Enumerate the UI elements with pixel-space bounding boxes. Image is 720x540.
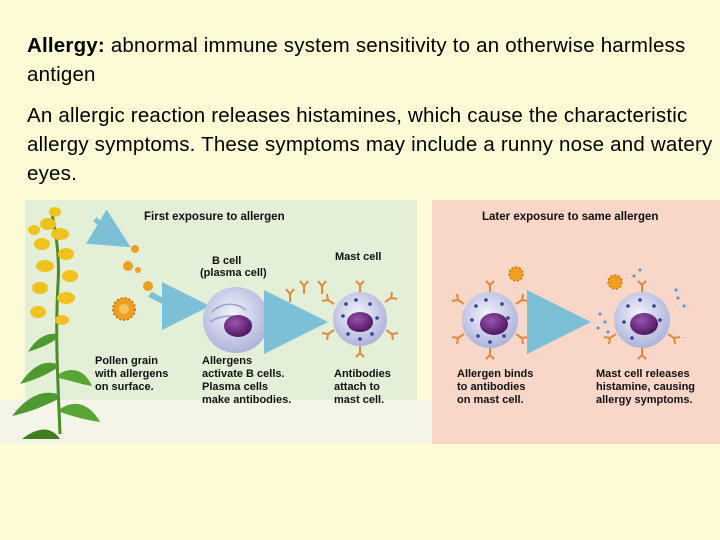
caption-allergens-activate: Allergens activate B cells. Plasma cells… bbox=[202, 355, 291, 406]
svg-text:Allergens: Allergens bbox=[202, 355, 252, 367]
svg-text:Mast cell releases: Mast cell releases bbox=[596, 368, 690, 380]
svg-text:to antibodies: to antibodies bbox=[457, 381, 525, 393]
pollen-path-arrow bbox=[85, 209, 131, 248]
svg-text:activate B cells.: activate B cells. bbox=[202, 368, 285, 380]
b-cell-label-1: B cell bbox=[212, 255, 241, 267]
definition-text: abnormal immune system sensitivity to an… bbox=[27, 34, 686, 86]
pollen-grain-icon bbox=[112, 297, 136, 321]
definition-term: Allergy: bbox=[27, 34, 105, 57]
svg-text:with allergens: with allergens bbox=[94, 368, 168, 380]
svg-text:attach to: attach to bbox=[334, 381, 380, 393]
caption-allergen-binds: Allergen binds to antibodies on mast cel… bbox=[457, 368, 533, 406]
svg-text:Pollen grain: Pollen grain bbox=[95, 355, 158, 367]
mast-cell-with-antibodies bbox=[321, 280, 399, 358]
svg-text:mast cell.: mast cell. bbox=[334, 394, 384, 406]
allergy-definition: Allergy: abnormal immune system sensitiv… bbox=[27, 31, 707, 89]
left-panel-title: First exposure to allergen bbox=[144, 211, 285, 223]
drifting-pollen bbox=[123, 245, 153, 291]
b-cell-icon bbox=[203, 287, 269, 353]
b-cell-label-2: (plasma cell) bbox=[200, 267, 267, 279]
svg-text:Antibodies: Antibodies bbox=[334, 368, 391, 380]
mast-cell-allergen-binding bbox=[451, 266, 529, 360]
svg-text:allergy symptoms.: allergy symptoms. bbox=[596, 394, 693, 406]
caption-antibodies-attach: Antibodies attach to mast cell. bbox=[334, 368, 391, 406]
svg-text:histamine, causing: histamine, causing bbox=[596, 381, 695, 393]
arrow-pollen-to-bcell bbox=[148, 281, 210, 330]
caption-mast-releases: Mast cell releases histamine, causing al… bbox=[596, 368, 695, 406]
svg-text:Allergen binds: Allergen binds bbox=[457, 368, 533, 380]
caption-pollen: Pollen grain with allergens on surface. bbox=[94, 355, 168, 393]
svg-text:make antibodies.: make antibodies. bbox=[202, 394, 291, 406]
mast-cell-label: Mast cell bbox=[335, 251, 381, 263]
mast-cell-histamine-release bbox=[596, 268, 686, 360]
svg-text:on mast cell.: on mast cell. bbox=[457, 394, 524, 406]
flowering-plant-illustration bbox=[12, 207, 100, 439]
allergic-reaction-text: An allergic reaction releases histamines… bbox=[27, 104, 713, 185]
svg-text:Plasma cells: Plasma cells bbox=[202, 381, 268, 393]
allergy-diagram: First exposure to allergen Later exposur… bbox=[0, 200, 720, 444]
right-panel-title: Later exposure to same allergen bbox=[482, 211, 658, 223]
svg-text:on surface.: on surface. bbox=[95, 381, 154, 393]
